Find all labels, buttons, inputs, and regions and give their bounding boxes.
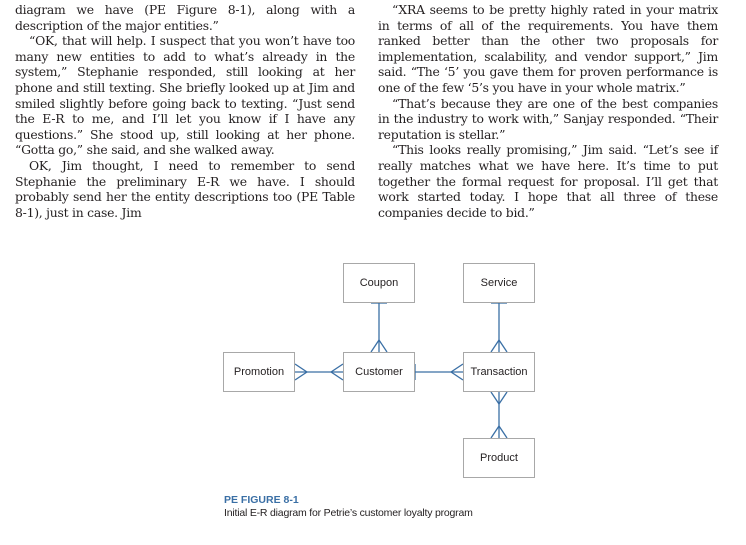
- entity-service: Service: [463, 263, 535, 303]
- entity-coupon: Coupon: [343, 263, 415, 303]
- entity-label: Product: [480, 452, 518, 464]
- figure-label: PE FIGURE 8-1: [224, 494, 299, 506]
- paragraph: “This looks really promising,” Jim said.…: [378, 142, 718, 220]
- entity-promotion: Promotion: [223, 352, 295, 392]
- entity-transaction: Transaction: [463, 352, 535, 392]
- entity-label: Customer: [355, 366, 403, 378]
- right-text-column: “XRA seems to be pretty highly rated in …: [378, 2, 718, 220]
- paragraph: diagram we have (PE Figure 8-1), along w…: [15, 2, 355, 33]
- entity-label: Service: [480, 277, 518, 289]
- entity-product: Product: [463, 438, 535, 478]
- paragraph: “OK, that will help. I suspect that you …: [15, 33, 355, 158]
- entity-customer: Customer: [343, 352, 415, 392]
- relationship-coupon-customer: [370, 302, 388, 353]
- relationship-service-transaction: [490, 302, 508, 353]
- figure-description: Initial E-R diagram for Petrie’s custome…: [224, 507, 473, 519]
- relationship-promotion-customer: [294, 363, 344, 381]
- paragraph: “XRA seems to be pretty highly rated in …: [378, 2, 718, 95]
- relationship-customer-transaction: [414, 363, 464, 381]
- relationship-transaction-product: [490, 391, 508, 439]
- figure-caption: PE FIGURE 8-1 Initial E-R diagram for Pe…: [224, 494, 473, 520]
- paragraph: “That’s because they are one of the best…: [378, 95, 718, 142]
- entity-label: Coupon: [359, 277, 399, 289]
- entity-label: Transaction: [470, 366, 528, 378]
- left-text-column: diagram we have (PE Figure 8-1), along w…: [15, 2, 355, 220]
- paragraph: OK, Jim thought, I need to remember to s…: [15, 157, 355, 220]
- entity-label: Promotion: [233, 366, 285, 378]
